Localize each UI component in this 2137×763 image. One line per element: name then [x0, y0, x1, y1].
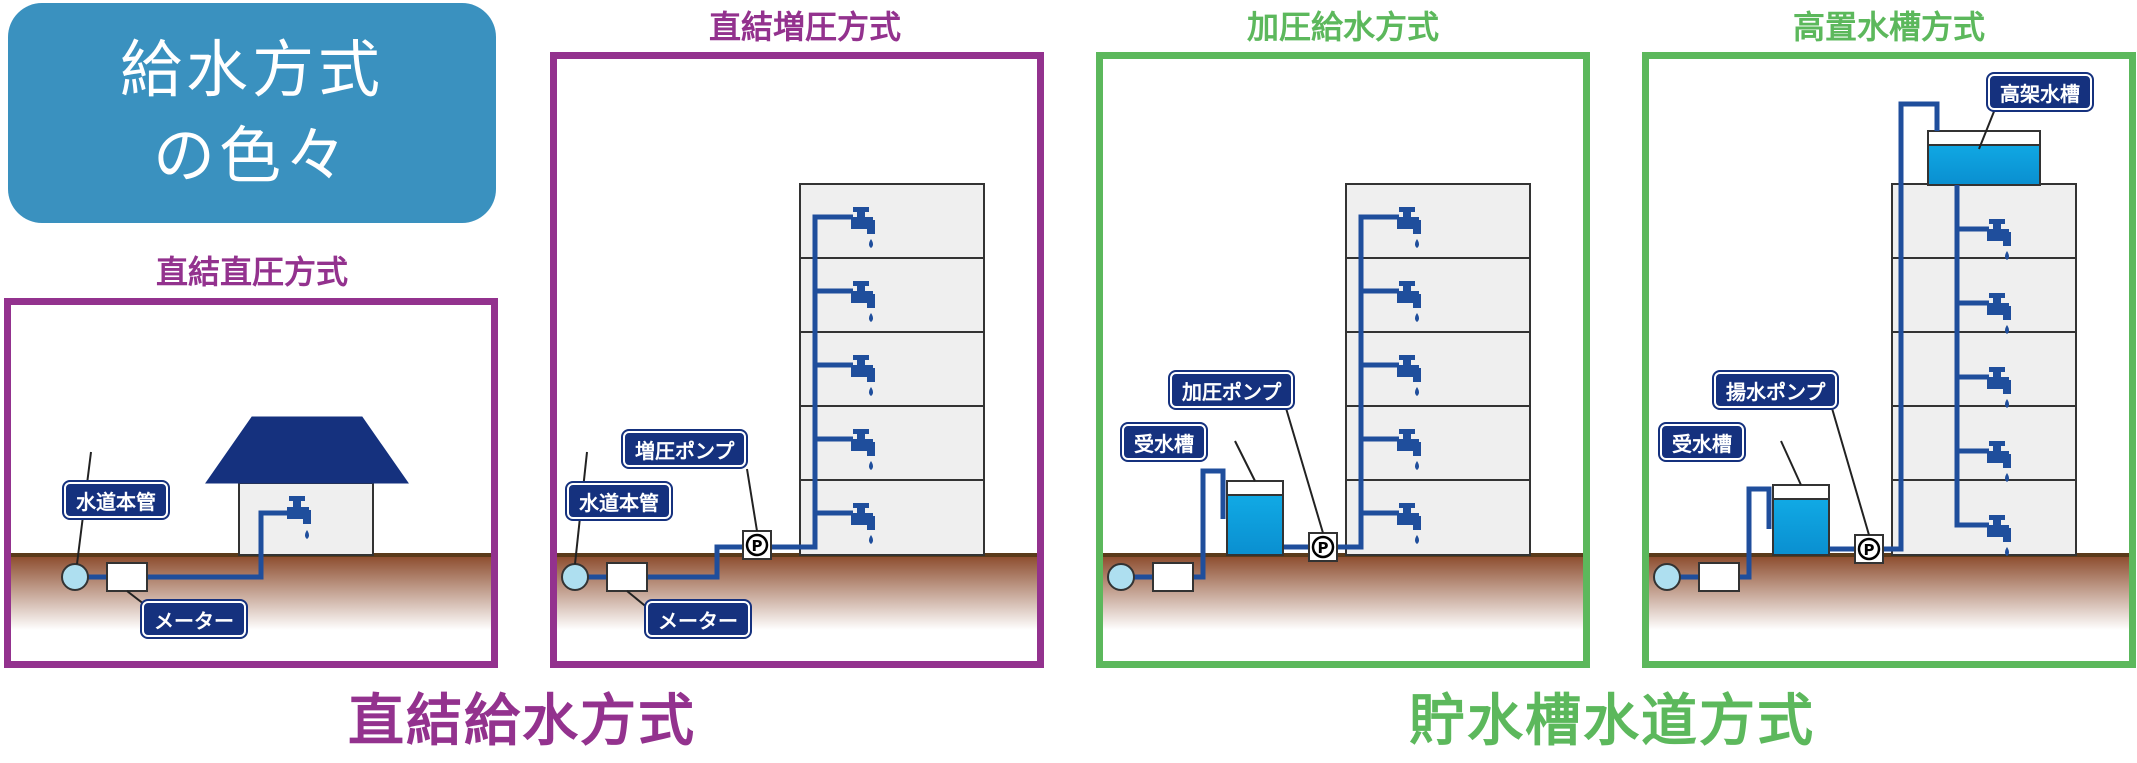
lift-pipe [1877, 101, 1940, 552]
elevated-tank [1927, 130, 2041, 186]
direct-pressure-diagram [11, 416, 491, 630]
ground [11, 555, 491, 630]
title-badge: 給水方式 の色々 [8, 3, 496, 223]
house-roof [205, 416, 409, 484]
down-pipe [1954, 185, 1989, 528]
main-pipe-icon [1653, 563, 1681, 591]
label-main-pipe-1: 水道本管 [64, 482, 168, 518]
section-title-booster: 直結増圧方式 [708, 8, 902, 46]
main-pipe-icon [561, 563, 589, 591]
main-pipe-icon [1107, 563, 1135, 591]
apartment-building [1345, 183, 1531, 556]
meter-box [606, 562, 648, 592]
label-main-pipe-2: 水道本管 [567, 483, 671, 519]
category-storage-tank: 貯水槽水道方式 [1409, 689, 1815, 754]
meter-box [1698, 562, 1740, 592]
pump-letter: P [1318, 539, 1329, 557]
apartment-building [799, 183, 985, 556]
label-pressure-pump: 加圧ポンプ [1170, 372, 1294, 408]
label-meter-1: メーター [142, 601, 246, 637]
label-booster-pump: 増圧ポンプ [623, 431, 747, 467]
panel-pressurized: P [1096, 52, 1590, 668]
section-title-elevated: 高置水槽方式 [1792, 8, 1986, 46]
label-elevated-tank: 高架水槽 [1988, 74, 2092, 110]
pressurized-diagram: P [1103, 183, 1583, 630]
section-title-pressurized: 加圧給水方式 [1246, 8, 1440, 46]
meter-box [1152, 562, 1194, 592]
booster-diagram: P [557, 183, 1037, 630]
faucet-icon [287, 496, 311, 539]
elevated-diagram: P [1649, 98, 2129, 630]
title-line-1: 給水方式 [119, 33, 384, 106]
panel-direct-pressure [4, 298, 498, 668]
category-direct-supply: 直結給水方式 [348, 689, 696, 754]
section-title-direct-pressure: 直結直圧方式 [155, 253, 349, 291]
label-meter-2: メーター [646, 601, 750, 637]
apartment-building [1891, 183, 2077, 556]
receiving-tank [1772, 484, 1830, 556]
pump-letter: P [1864, 541, 1875, 559]
riser-pipe [767, 214, 853, 550]
panel-booster: P [550, 52, 1044, 668]
pump-letter: P [752, 537, 763, 555]
riser-pipe [1331, 214, 1399, 550]
panel-elevated: P [1642, 52, 2136, 668]
label-receiving-tank-1: 受水槽 [1122, 424, 1206, 460]
supply-pipe [77, 510, 289, 580]
receiving-tank [1226, 480, 1284, 556]
title-line-2: の色々 [152, 119, 351, 192]
main-pipe-icon [61, 563, 89, 591]
label-lift-pump: 揚水ポンプ [1714, 372, 1838, 408]
label-receiving-tank-2: 受水槽 [1660, 424, 1744, 460]
meter-box [106, 562, 148, 592]
